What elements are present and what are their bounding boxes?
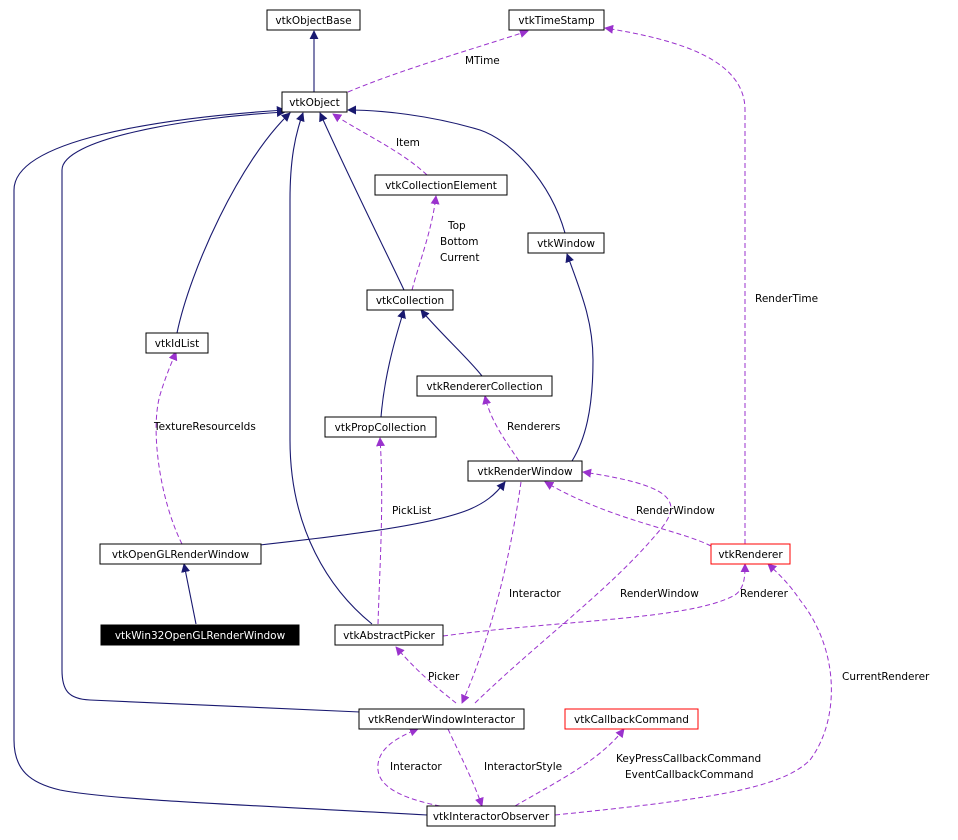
node-vtkinteractorobserver[interactable]: vtkInteractorObserver [426, 805, 556, 827]
edge-currentrenderer [554, 563, 832, 816]
edge-renderers [482, 395, 520, 462]
edge-win32-to-openglrw [181, 563, 197, 625]
node-label: vtkIdList [155, 338, 200, 350]
label-interactor-2: Interactor [390, 761, 442, 773]
edge-renderwindow-from-rwinteractor [474, 468, 672, 704]
edge-item [332, 113, 428, 176]
node-label: vtkCallbackCommand [574, 714, 689, 726]
node-vtktimestamp[interactable]: vtkTimeStamp [508, 9, 605, 31]
edge-propcollection-to-collection [380, 309, 406, 418]
node-vtkrenderer[interactable]: vtkRenderer [710, 543, 791, 565]
node-vtkopenglrenderwindow[interactable]: vtkOpenGLRenderWindow [99, 543, 262, 565]
edge-rendertime [604, 24, 746, 544]
node-vtkidlist[interactable]: vtkIdList [145, 332, 209, 354]
node-vtkrenderwindowinteractor[interactable]: vtkRenderWindowInteractor [358, 708, 525, 730]
node-vtkrenderercollection[interactable]: vtkRendererCollection [416, 375, 553, 397]
edge-renderercollection-to-collection [420, 309, 483, 377]
edge-renderwindow-from-renderer [544, 481, 712, 547]
node-vtkwindow[interactable]: vtkWindow [527, 232, 605, 254]
node-vtkrenderwindow[interactable]: vtkRenderWindow [467, 460, 583, 482]
edge-collection-to-object [319, 112, 405, 291]
edge-renderer-from-abstractpicker [442, 563, 750, 637]
node-label: vtkTimeStamp [518, 15, 595, 27]
node-vtkwin32openglrenderwindow[interactable]: vtkWin32OpenGLRenderWindow [100, 624, 300, 646]
node-label: vtkAbstractPicker [343, 630, 435, 642]
edge-interactor-from-observer [377, 727, 441, 807]
label-picker: Picker [428, 671, 460, 683]
edge-renderwindow-to-window [565, 253, 594, 462]
edge-abstractpicker-to-object [289, 112, 373, 625]
node-vtkabstractpicker[interactable]: vtkAbstractPicker [334, 624, 444, 646]
label-current: Current [440, 252, 479, 264]
node-label: vtkCollection [376, 295, 444, 307]
node-vtkobjectbase[interactable]: vtkObjectBase [266, 9, 361, 31]
label-item: Item [396, 137, 420, 149]
label-picklist: PickList [392, 505, 431, 517]
label-textureresourceids: TextureResourceIds [153, 421, 256, 433]
association-edges [155, 24, 832, 816]
edge-interactor-to-rwinteractor [461, 481, 522, 704]
edge-picker [395, 646, 457, 704]
label-renderwindow-2: RenderWindow [620, 588, 699, 600]
node-label: vtkPropCollection [335, 422, 427, 434]
label-mtime: MTime [465, 55, 500, 67]
edge-picklist [376, 437, 386, 625]
label-bottom: Bottom [440, 236, 479, 248]
label-renderwindow-1: RenderWindow [636, 505, 715, 517]
node-label: vtkRenderWindowInteractor [368, 714, 516, 726]
node-label: vtkWin32OpenGLRenderWindow [115, 630, 286, 642]
edge-mtime [347, 29, 529, 93]
node-vtkobject[interactable]: vtkObject [281, 91, 348, 113]
node-label: vtkRendererCollection [426, 381, 542, 393]
edge-top-bottom-current [411, 195, 440, 291]
edge-idlist-to-object [176, 112, 291, 334]
node-vtkcollectionelement[interactable]: vtkCollectionElement [374, 174, 508, 196]
edge-textureresourceids [155, 351, 183, 545]
node-label: vtkRenderWindow [477, 466, 573, 478]
label-interactorstyle: InteractorStyle [484, 761, 562, 773]
edge-callback-commands [514, 728, 625, 807]
label-top: Top [447, 220, 466, 232]
label-rendertime: RenderTime [755, 293, 818, 305]
node-vtkpropcollection[interactable]: vtkPropCollection [324, 416, 437, 438]
edge-interactorobserver-to-object [13, 106, 428, 816]
edge-interactorstyle [447, 728, 484, 807]
edge-openglrw-to-renderwindow [259, 481, 506, 546]
class-nodes: vtkObjectBase vtkTimeStamp vtkObject vtk… [99, 9, 791, 827]
inheritance-edges [13, 30, 594, 816]
label-currentrenderer: CurrentRenderer [842, 671, 930, 683]
node-label: vtkWindow [537, 238, 595, 250]
edge-window-to-object [347, 105, 566, 234]
node-vtkcollection[interactable]: vtkCollection [366, 289, 454, 311]
label-renderer: Renderer [740, 588, 789, 600]
label-eventcallbackcommand: EventCallbackCommand [625, 769, 754, 781]
node-label: vtkOpenGLRenderWindow [112, 549, 250, 561]
edge-rwinteractor-to-object [61, 107, 361, 713]
node-label: vtkInteractorObserver [433, 811, 550, 823]
label-interactor-1: Interactor [509, 588, 561, 600]
label-renderers: Renderers [507, 421, 560, 433]
node-label: vtkCollectionElement [385, 180, 497, 192]
node-label: vtkObject [289, 97, 340, 109]
edge-labels: MTime Item Top Bottom Current RenderTime… [153, 55, 930, 781]
label-keypresscallbackcommand: KeyPressCallbackCommand [616, 753, 761, 765]
node-label: vtkObjectBase [275, 15, 351, 27]
node-label: vtkRenderer [718, 549, 783, 561]
node-vtkcallbackcommand[interactable]: vtkCallbackCommand [564, 708, 699, 730]
